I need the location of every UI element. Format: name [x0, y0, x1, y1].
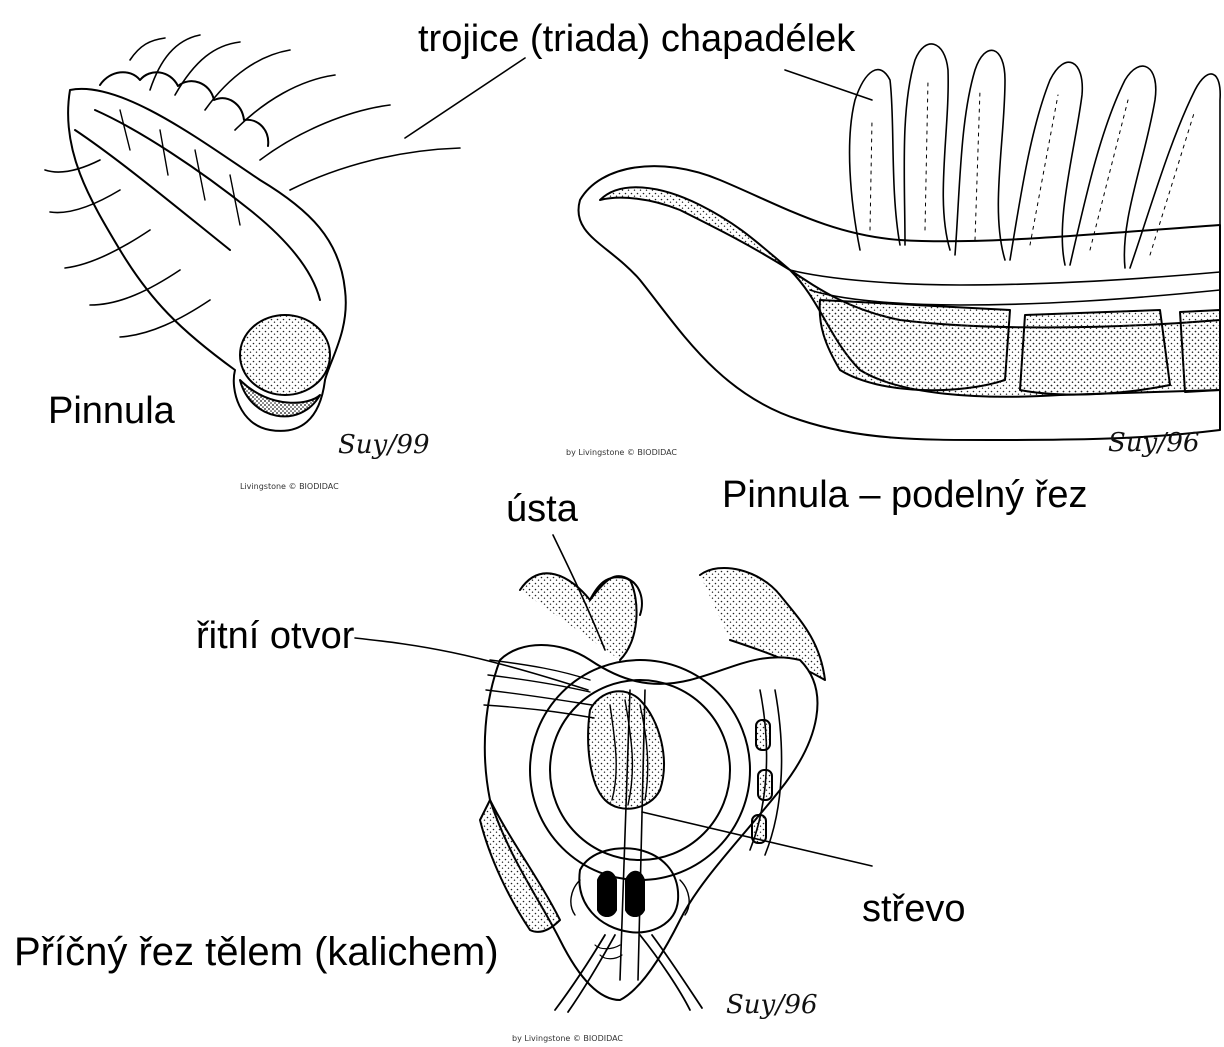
cross-section-label: Příčný řez tělem (kalichem) — [14, 932, 499, 972]
pinnula-section-drawing — [578, 44, 1220, 440]
signature-bottom: Sиу/96 — [726, 990, 817, 1020]
credit-bottom: by Livingstone © BIODIDAC — [512, 1034, 623, 1043]
pinnula-drawing — [45, 35, 525, 431]
pinnula-label: Pinnula — [48, 392, 175, 430]
credit-top-left: Livingstone © BIODIDAC — [240, 482, 339, 491]
anus-label: řitní otvor — [196, 617, 354, 655]
triad-label: trojice (triada) chapadélek — [418, 20, 855, 58]
signature-top-right: Sиу/96 — [1108, 428, 1199, 458]
intestine-label: střevo — [862, 890, 965, 928]
pinnula-section-label: Pinnula – podelný řez — [722, 476, 1087, 514]
signature-top-left: Sиу/99 — [338, 430, 429, 460]
mouth-label: ústa — [506, 490, 578, 528]
credit-top-middle: by Livingstone © BIODIDAC — [566, 448, 677, 457]
